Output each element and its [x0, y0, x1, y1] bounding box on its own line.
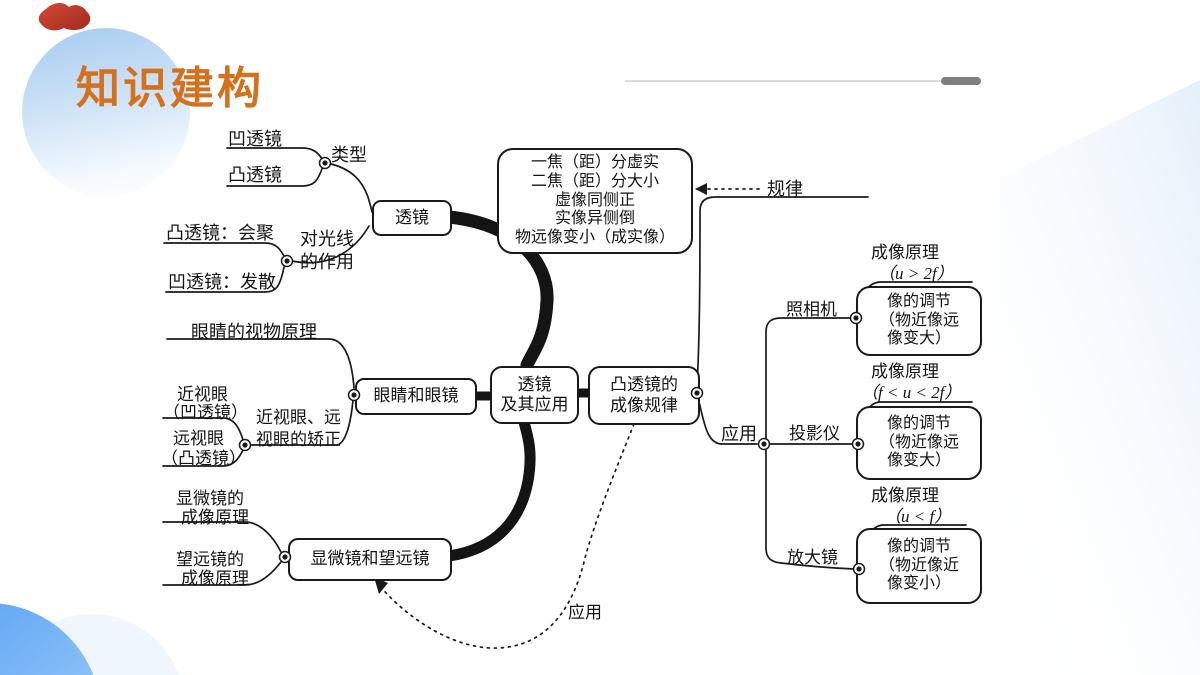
line-correction	[247, 399, 354, 446]
node-projector-adjust: 像的调节 （物近像远 像变大）	[856, 406, 982, 480]
bottom-left-blue-circle	[0, 603, 94, 675]
label-correction-1: 近视眼、远	[256, 408, 341, 427]
node-eyes-glasses: 眼睛和眼镜	[355, 378, 477, 415]
trunk-lens-to-center	[442, 210, 554, 372]
label-concave-diverge: 凹透镜：发散	[168, 272, 276, 292]
title-backdrop-circle	[22, 28, 190, 196]
application-arrowhead	[374, 577, 388, 594]
line-convex	[226, 165, 324, 187]
line-app-to-magnifier	[765, 449, 855, 570]
label-micro-principle-1: 显微镜的	[176, 489, 244, 508]
label-projector: 投影仪	[789, 424, 840, 443]
node-micro-telescope: 显微镜和望远镜	[288, 538, 452, 581]
header-divider-cap	[941, 77, 981, 85]
label-application: 应用	[721, 424, 757, 444]
label-myopia-1: 近视眼	[177, 385, 228, 404]
label-type: 类型	[331, 145, 367, 165]
label-light-effect-1: 对光线	[300, 229, 354, 249]
red-splat-shape	[38, 3, 91, 31]
line-myopia	[162, 417, 244, 441]
dotted-application-curve	[379, 423, 635, 649]
label-magnifier-principle-2: （u < f）	[884, 507, 952, 526]
label-correction-2: 视眼的矫正	[256, 430, 341, 449]
line-app-to-camera	[765, 317, 852, 439]
label-micro-principle-2: 成像原理	[181, 508, 249, 527]
line-diverge	[165, 266, 285, 293]
page-title: 知识建构	[76, 64, 264, 113]
node-center: 透镜 及其应用	[490, 366, 579, 424]
line-micro-principle	[162, 521, 282, 553]
label-tele-principle-2: 成像原理	[181, 569, 249, 588]
rules-arrowhead	[695, 183, 707, 195]
line-rules-branch	[696, 196, 869, 389]
node-imaging-rules-list: 一焦（距）分虚实 二焦（距）分大小 虚像同侧正 实像异侧倒 物远像变小（成实像）	[497, 148, 693, 254]
node-camera-adjust: 像的调节 （物近像远 像变大）	[856, 286, 982, 356]
node-magnifier-adjust: 像的调节 （物近像近 像变小）	[856, 528, 982, 604]
label-eye-principle: 眼睛的视物原理	[191, 322, 317, 342]
line-type-to-lens	[330, 163, 373, 213]
label-rules: 规律	[767, 179, 803, 199]
line-converge	[163, 242, 285, 257]
node-lens: 透镜	[372, 200, 452, 236]
label-camera: 照相机	[786, 300, 837, 319]
line-eye-principle	[166, 338, 355, 389]
label-magnifier-principle-1: 成像原理	[871, 486, 939, 505]
label-tele-principle-1: 望远镜的	[176, 550, 244, 569]
label-convex-lens: 凸透镜	[228, 165, 282, 185]
label-myopia-2: （凹透镜）	[163, 403, 248, 422]
label-application-bottom: 应用	[568, 603, 602, 622]
label-camera-principle-2: （u > 2f）	[878, 264, 954, 283]
header-divider-line	[625, 80, 943, 82]
label-camera-principle-1: 成像原理	[871, 243, 939, 262]
line-tele-principle	[162, 561, 282, 586]
label-projector-principle-2: （f < u < 2f）	[861, 383, 962, 402]
corner-pale-shape	[1000, 80, 1200, 675]
label-convex-converge: 凸透镜：会聚	[166, 223, 274, 243]
label-hyperopia-1: 远视眼	[173, 429, 224, 448]
node-convex-imaging-rules: 凸透镜的 成像规律	[588, 366, 700, 425]
label-concave-lens: 凹透镜	[228, 129, 282, 149]
line-hyperopia	[162, 449, 244, 467]
label-hyperopia-2: （凸透镜）	[161, 449, 246, 468]
label-magnifier: 放大镜	[787, 548, 838, 567]
label-projector-principle-1: 成像原理	[871, 362, 939, 381]
trunk-micro-to-center	[443, 416, 536, 562]
label-light-effect-2: 的作用	[300, 252, 354, 272]
line-light-to-lens	[291, 225, 370, 264]
